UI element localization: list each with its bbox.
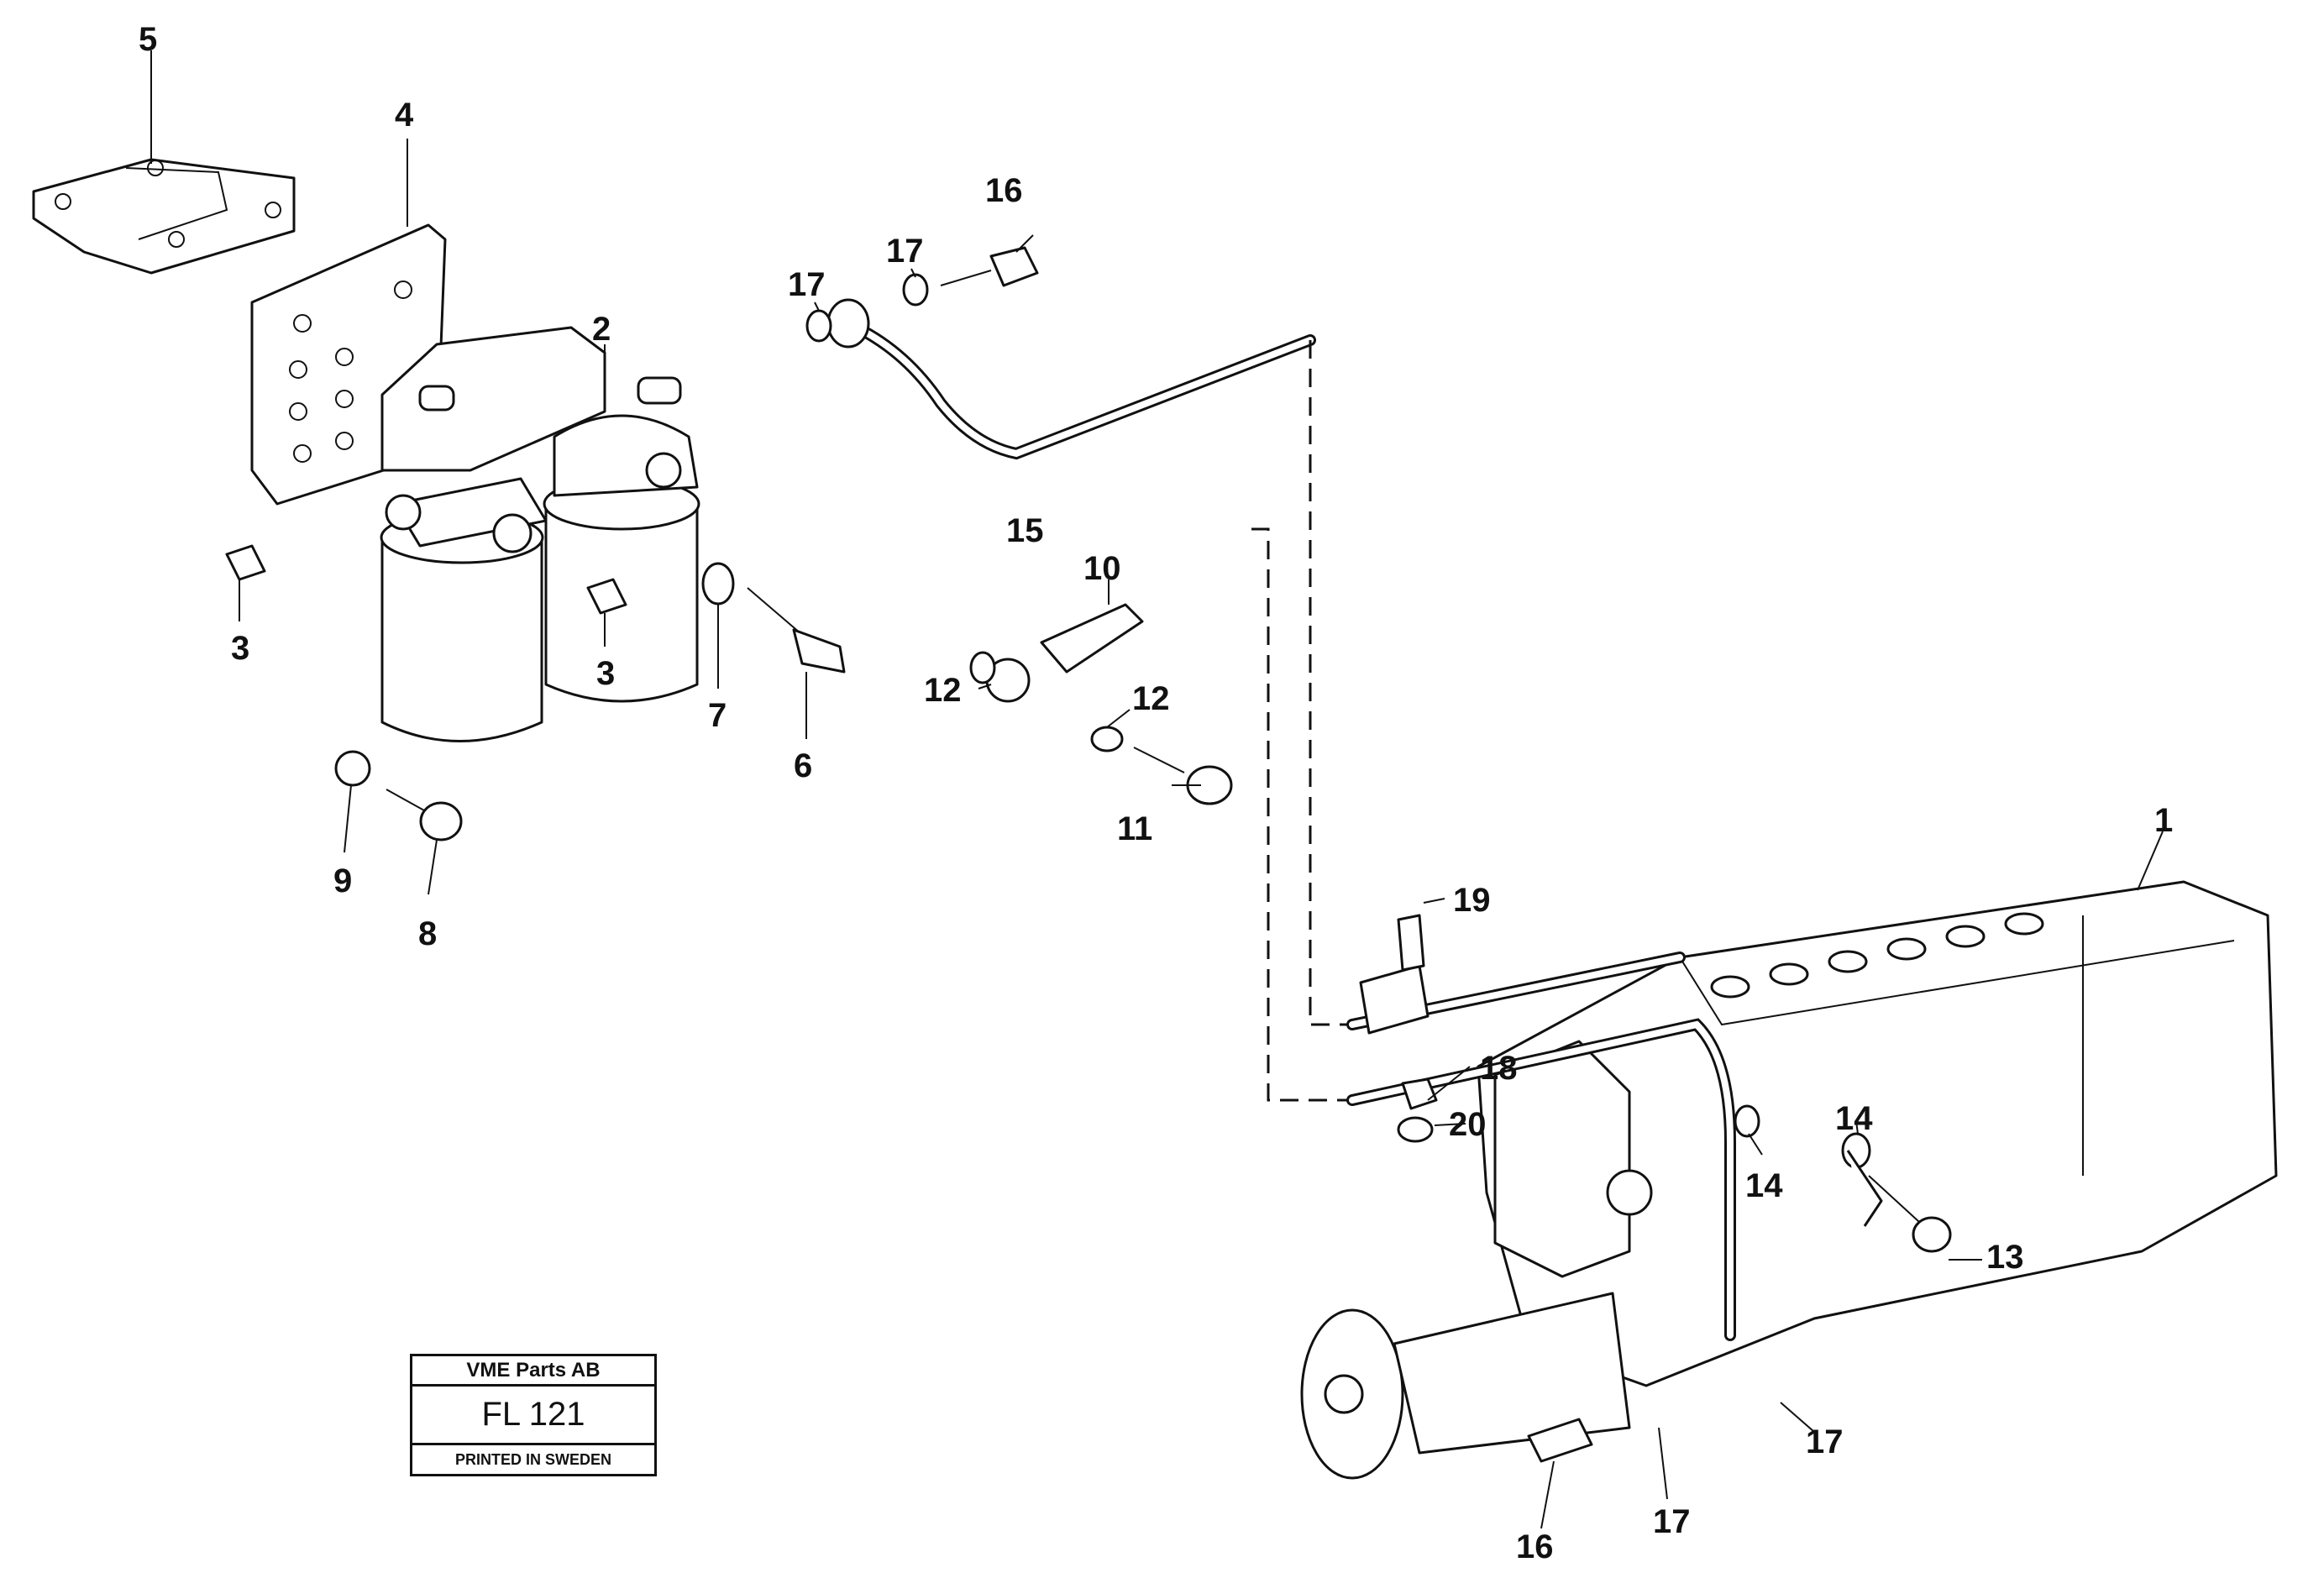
clamp-18	[1359, 914, 1438, 1143]
callout-16-bottom: 16	[1516, 1528, 1554, 1565]
title-block-code: FL 121	[412, 1387, 654, 1445]
callout-8: 8	[418, 915, 437, 952]
callout-9: 9	[333, 862, 352, 899]
injector-outlets	[1710, 912, 2044, 999]
title-block-printed: PRINTED IN SWEDEN	[454, 1450, 611, 1468]
bracket-upper	[32, 158, 296, 275]
callout-6: 6	[794, 747, 812, 784]
callout-2: 2	[592, 311, 611, 348]
callout-13: 13	[1986, 1239, 2024, 1276]
callout-3-right: 3	[596, 655, 615, 692]
fuel-filter-left	[380, 477, 548, 742]
callout-17-top-left: 17	[788, 266, 826, 303]
injection-pump	[1300, 880, 2278, 1480]
callout-14-left: 14	[1745, 1167, 1783, 1204]
plug-left	[225, 544, 266, 581]
bolt-6	[701, 562, 846, 674]
callout-19: 19	[1453, 882, 1491, 919]
banjo-fitting-10	[969, 603, 1233, 805]
callout-16-top: 16	[985, 172, 1023, 209]
callout-17-bottom-right: 17	[1806, 1423, 1844, 1460]
bolt-8	[334, 750, 463, 841]
callout-5: 5	[139, 21, 157, 58]
callout-11: 11	[1117, 810, 1152, 847]
callout-1: 1	[2154, 802, 2173, 839]
fuel-pipe-15	[805, 246, 1316, 460]
callout-15: 15	[1006, 512, 1044, 549]
callout-17-bottom-left: 17	[1653, 1503, 1691, 1540]
fitting-13-14	[1734, 1104, 1952, 1253]
leader-lines	[150, 50, 2164, 1529]
callout-18: 18	[1480, 1050, 1518, 1087]
callout-4: 4	[395, 97, 414, 134]
fuel-filter-head	[380, 326, 606, 472]
callout-labels: 1 2 3 3 4 5 6 7 8 9 10 11 12 12 13 14 14…	[139, 21, 2173, 1565]
callout-10: 10	[1083, 550, 1121, 587]
plug-right	[586, 578, 627, 615]
return-line-dashed	[1309, 340, 1352, 1026]
supply-line-dashed	[1251, 527, 1352, 1102]
title-block: VME Parts AB FL 121 PRINTED IN SWEDEN	[410, 1354, 657, 1476]
callout-20: 20	[1449, 1106, 1487, 1143]
callout-12-left: 12	[924, 672, 962, 709]
callout-7: 7	[708, 697, 727, 734]
callout-12-right: 12	[1132, 680, 1170, 717]
callout-17-top-right: 17	[886, 233, 924, 270]
title-block-company: VME Parts AB	[412, 1356, 654, 1387]
callout-3-left: 3	[231, 630, 249, 667]
callout-14-right: 14	[1835, 1100, 1873, 1137]
